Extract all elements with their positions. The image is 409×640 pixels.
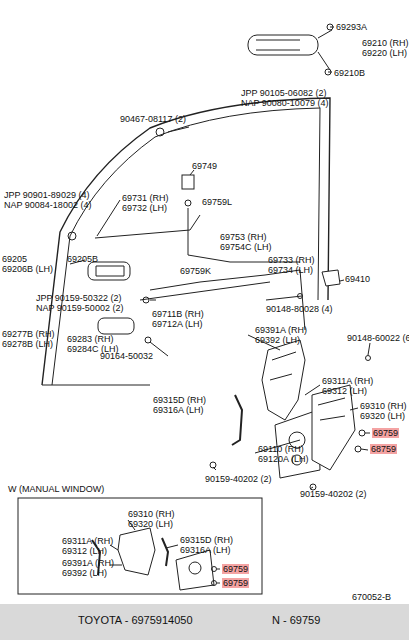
inset-heading: W (MANUAL WINDOW) [8, 484, 104, 495]
part-number: NAP 90080-10079 (4) [241, 98, 328, 108]
part-number: 69312 (LH) [62, 546, 107, 556]
part-number: 670052-B [352, 592, 391, 602]
part-number: 69392 (LH) [255, 335, 300, 345]
part-number: 69293A [336, 22, 367, 32]
part-number: 69205 [2, 254, 27, 264]
part-number: 69733 (RH) [268, 255, 315, 265]
part-number: 69220 (LH) [362, 48, 407, 58]
part-number: 69206B (LH) [2, 264, 53, 274]
part-number: 69759K [180, 266, 211, 276]
highlighted-part-number: 68759 [370, 444, 397, 454]
part-number: 69392 (LH) [62, 568, 107, 578]
part-number: 69210 (RH) [362, 38, 409, 48]
part-number: 69731 (RH) [122, 193, 169, 203]
part-number: NAP 90084-18002 (4) [4, 200, 91, 210]
highlighted-part-number: 69759 [222, 564, 249, 574]
highlighted-part-number: 69759 [372, 428, 399, 438]
part-number: 69759L [202, 197, 232, 207]
part-number: 69310 (RH) [360, 401, 407, 411]
highlighted-part-number: 69759 [222, 578, 249, 588]
part-number: 69711B (RH) [152, 309, 204, 319]
part-number: 69320 (LH) [360, 411, 405, 421]
part-number: 69316A (LH) [180, 545, 231, 555]
footer-band: TOYOTA - 6975914050 N - 69759 [0, 604, 409, 640]
part-number: 69732 (LH) [122, 203, 167, 213]
footer-text: TOYOTA - 6975914050 [78, 614, 193, 627]
part-number: 90467-08117 (2) [120, 114, 186, 124]
part-number: 69749 [192, 161, 217, 171]
part-number: 69110 (RH) [258, 444, 304, 454]
part-number: 69754C (LH) [220, 242, 272, 252]
part-number: 69283 (RH) [67, 334, 114, 344]
part-number: 69120A (LH) [258, 454, 309, 464]
part-number: 69311A (RH) [322, 376, 373, 386]
part-number: JPP 90159-50322 (2) [36, 293, 121, 303]
part-number: 69391A (RH) [255, 325, 307, 335]
part-number: 69316A (LH) [153, 405, 204, 415]
part-number: 69734 (LH) [268, 265, 313, 275]
part-number: 69391A (RH) [62, 558, 114, 568]
part-number: 69315D (RH) [153, 395, 206, 405]
part-number: 90148-80028 (4) [266, 304, 333, 314]
part-number: 69210B [334, 68, 365, 78]
part-number: 69205B [67, 254, 98, 264]
part-number: 69753 (RH) [220, 232, 267, 242]
part-number: 69278B (LH) [2, 339, 53, 349]
part-number: 69277B (RH) [2, 329, 55, 339]
part-number: 69315D (RH) [180, 535, 233, 545]
part-number: 69311A (RH) [62, 536, 113, 546]
footer-text: N - 69759 [272, 614, 320, 627]
part-number: JPP 90901-89029 (4) [4, 190, 89, 200]
part-number: 69320 (LH) [128, 519, 173, 529]
part-number: 90159-40202 (2) [300, 489, 367, 499]
inset-box: W (MANUAL WINDOW) [8, 484, 208, 498]
part-number: 90148-60022 (6) [347, 333, 409, 343]
part-number: 90164-50032 [100, 351, 153, 361]
part-number: 69310 (RH) [128, 509, 175, 519]
part-number: 69410 [345, 274, 370, 284]
part-number: JPP 90105-06082 (2) [241, 88, 326, 98]
part-number: 90159-40202 (2) [205, 474, 272, 484]
part-number: NAP 90159-50002 (2) [36, 303, 123, 313]
part-number: 69712A (LH) [152, 319, 203, 329]
part-number: 69312 (LH) [322, 386, 367, 396]
